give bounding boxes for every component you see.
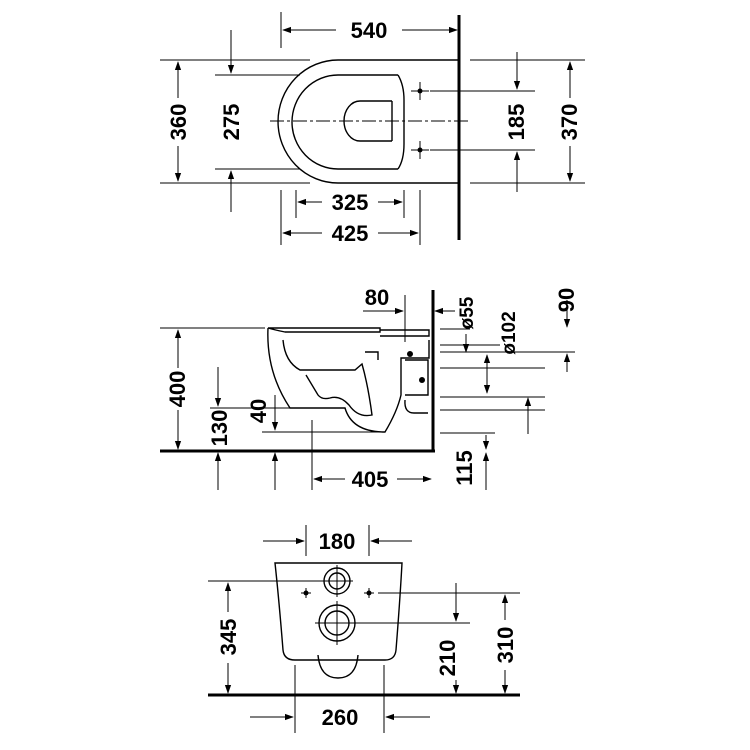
dim-80: 80 xyxy=(365,285,389,310)
dim-370: 370 xyxy=(557,104,582,141)
dim-325: 325 xyxy=(332,190,369,215)
trap-path xyxy=(282,339,373,417)
bowl-body xyxy=(267,327,430,433)
dim-540: 540 xyxy=(351,18,388,43)
rear-view: 180 345 210 310 260 xyxy=(208,525,520,733)
dim-185: 185 xyxy=(504,104,529,141)
dim-425: 425 xyxy=(332,221,369,246)
dim-dia-102: ø102 xyxy=(499,311,520,354)
dim-400: 400 xyxy=(165,371,190,408)
fixing-point-icon xyxy=(364,588,374,598)
fixing-mark-icon xyxy=(411,82,429,100)
dim-360: 360 xyxy=(166,104,191,141)
dim-180: 180 xyxy=(319,529,356,554)
fixing-point-icon xyxy=(301,588,311,598)
top-view: 540 360 275 185 370 325 xyxy=(160,12,585,246)
seat-outline xyxy=(291,74,398,170)
dim-260: 260 xyxy=(322,705,359,730)
dim-40: 40 xyxy=(246,399,271,423)
dim-dia-55: ø55 xyxy=(457,296,478,329)
dim-275: 275 xyxy=(219,104,244,141)
seat-lid xyxy=(267,327,381,333)
dim-405: 405 xyxy=(352,467,389,492)
back-plate xyxy=(274,562,403,661)
side-view: 80 ø55 ø102 90 400 130 40 xyxy=(160,285,579,492)
dim-130: 130 xyxy=(207,410,232,447)
fixing-mark-icon xyxy=(411,141,429,159)
dim-90: 90 xyxy=(554,288,579,312)
dim-210: 210 xyxy=(435,640,460,677)
dim-115: 115 xyxy=(452,450,477,486)
outlet-pipe xyxy=(405,359,429,396)
outlet-bottom xyxy=(317,654,359,679)
dim-310: 310 xyxy=(493,627,518,664)
bowl-outline xyxy=(277,59,459,184)
dim-345: 345 xyxy=(216,619,241,656)
